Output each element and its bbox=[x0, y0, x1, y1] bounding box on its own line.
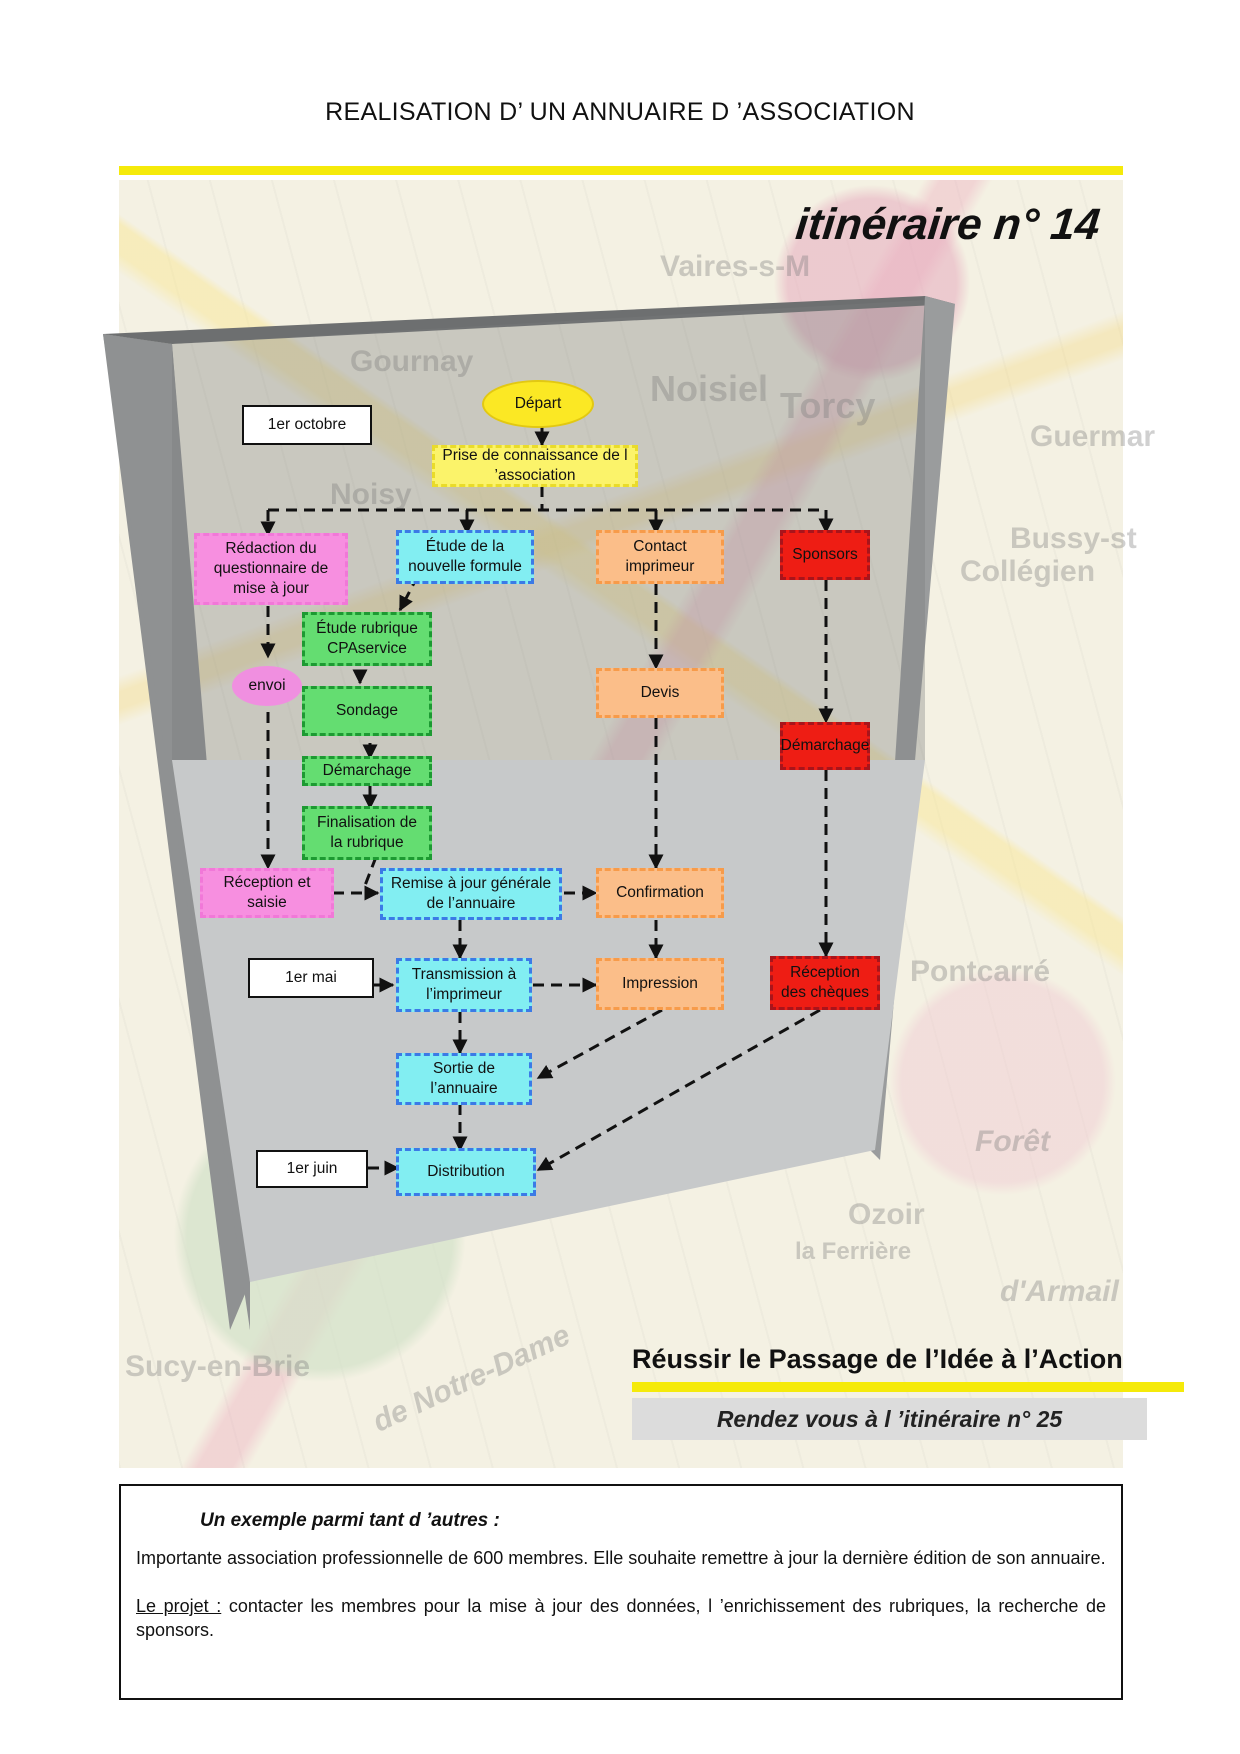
map-label: Vaires-s-M bbox=[660, 250, 811, 283]
map-label: la Ferrière bbox=[795, 1238, 912, 1265]
date-box-october: 1er octobre bbox=[242, 405, 372, 445]
map-label: d'Armail bbox=[1000, 1275, 1119, 1308]
reussir-underline bbox=[632, 1382, 1184, 1392]
map-label: Collégien bbox=[960, 555, 1096, 588]
map-label: Noisiel bbox=[650, 368, 768, 410]
distribution-node: Distribution bbox=[396, 1148, 536, 1196]
map-label: Noisy bbox=[330, 478, 412, 512]
map-label: Sucy-en-Brie bbox=[125, 1350, 311, 1383]
rendezvous-box bbox=[632, 1398, 1147, 1440]
projet-label: Le projet : bbox=[136, 1596, 222, 1616]
sondage-node: Sondage bbox=[302, 686, 432, 736]
example-heading: Un exemple parmi tant d ’autres : bbox=[200, 1510, 500, 1531]
remise-a-jour-node: Remise à jour générale de l’annuaire bbox=[380, 868, 562, 920]
demarchage-red-node: Démarchage bbox=[780, 722, 870, 770]
example-box bbox=[119, 1484, 1123, 1700]
etude-formule-node: Étude de la nouvelle formule bbox=[396, 530, 534, 584]
sortie-annuaire-node: Sortie de l’annuaire bbox=[396, 1053, 532, 1105]
map-label: Ozoir bbox=[848, 1198, 925, 1231]
projet-text: contacter les membres pour la mise à jou… bbox=[136, 1596, 1106, 1640]
contact-imprimeur-node: Contact imprimeur bbox=[596, 530, 724, 584]
panel-top-edge bbox=[103, 296, 955, 344]
map-label: Pontcarré bbox=[910, 955, 1051, 988]
map-label: Bussy-st bbox=[1010, 522, 1137, 555]
transmission-node: Transmission à l’imprimeur bbox=[396, 958, 532, 1012]
finalisation-node: Finalisation de la rubrique bbox=[302, 806, 432, 860]
demarchage-green-node: Démarchage bbox=[302, 756, 432, 786]
etude-rubrique-node: Étude rubrique CPAservice bbox=[302, 612, 432, 666]
start-node: Départ bbox=[482, 380, 594, 428]
reception-saisie-node: Réception et saisie bbox=[200, 868, 334, 918]
redaction-node: Rédaction du questionnaire de mise à jou… bbox=[194, 533, 348, 605]
panel-left-wall bbox=[103, 334, 250, 1330]
date-box-may: 1er mai bbox=[248, 958, 374, 998]
prise-connaissance-node: Prise de connaissance de l ’association bbox=[432, 445, 638, 487]
envoi-node: envoi bbox=[232, 666, 302, 706]
map-label: Gournay bbox=[350, 345, 473, 379]
example-paragraph-2: Le projet : contacter les membres pour l… bbox=[136, 1594, 1106, 1642]
map-label: Guermar bbox=[1030, 420, 1156, 453]
date-box-june: 1er juin bbox=[256, 1150, 368, 1188]
rendezvous-text: Rendez vous à l ’itinéraire n° 25 bbox=[716, 1406, 1063, 1432]
title-underline bbox=[119, 166, 1123, 175]
map-label: Forêt bbox=[975, 1125, 1050, 1158]
example-paragraph-1: Importante association professionnelle d… bbox=[136, 1548, 1106, 1568]
devis-node: Devis bbox=[596, 668, 724, 718]
impression-node: Impression bbox=[596, 958, 724, 1010]
panel-floor bbox=[172, 760, 925, 1282]
map-label: Torcy bbox=[780, 385, 875, 427]
reception-cheques-node: Réception des chèques bbox=[770, 956, 880, 1010]
confirmation-node: Confirmation bbox=[596, 868, 724, 918]
reussir-heading: Réussir le Passage de l’Idée à l’Action bbox=[632, 1344, 1123, 1374]
sponsors-node: Sponsors bbox=[780, 530, 870, 580]
document-title: REALISATION D’ UN ANNUAIRE D ’ASSOCIATIO… bbox=[325, 98, 915, 126]
